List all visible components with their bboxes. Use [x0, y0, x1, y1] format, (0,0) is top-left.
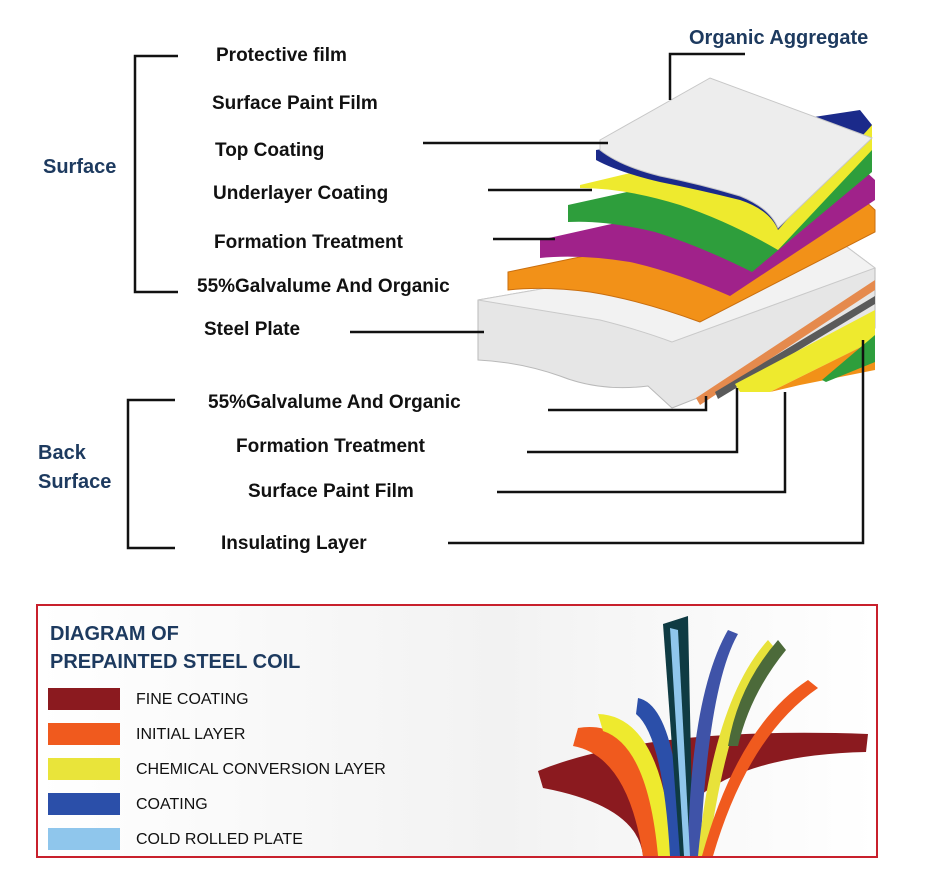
coil-strips-illustration [538, 616, 868, 856]
legend-swatch-coating [48, 793, 120, 815]
group-label-surface: Surface [43, 156, 117, 178]
group-label-back: Back [38, 442, 86, 464]
layer-label-protective-film: Protective film [216, 45, 347, 66]
protective-film-top [599, 77, 873, 229]
legend-label-initial-layer: INITIAL LAYER [136, 726, 246, 743]
layer-label-top-coating: Top Coating [215, 140, 325, 161]
back-layers-edge [696, 280, 875, 405]
layer-diagram [126, 52, 877, 550]
layer-label-galvalume-organic: 55%Galvalume And Organic [197, 276, 450, 297]
layer-label-formation-treatment: Formation Treatment [214, 232, 403, 253]
legend-title-line-2: PREPAINTED STEEL COIL [50, 651, 301, 674]
legend-swatch-initial-layer [48, 723, 120, 745]
back-leader-lines [448, 340, 865, 545]
layer-label-steel-plate: Steel Plate [204, 319, 301, 340]
legend-label-cold-rolled-plate: COLD ROLLED PLATE [136, 831, 303, 848]
group-label-organic-aggregate: Organic Aggregate [689, 27, 869, 49]
back-label-galvalume-organic: 55%Galvalume And Organic [208, 392, 461, 413]
legend-label-chemical-conversion: CHEMICAL CONVERSION LAYER [136, 761, 386, 778]
legend-swatch-cold-rolled-plate [48, 828, 120, 850]
legend-panel: DIAGRAM OF PREPAINTED STEEL COIL FINE CO… [36, 604, 878, 858]
legend-title-line-1: DIAGRAM OF [50, 623, 179, 645]
legend-swatch-fine-coating [48, 688, 120, 710]
layer-label-underlayer-coating: Underlayer Coating [213, 183, 389, 204]
legend-title: DIAGRAM OF PREPAINTED STEEL COIL [50, 620, 300, 677]
legend-swatch-chemical-conversion [48, 758, 120, 780]
back-label-surface-paint-film: Surface Paint Film [248, 481, 414, 502]
back-surface-bracket [126, 398, 175, 550]
layer-label-surface-paint-film: Surface Paint Film [212, 93, 378, 114]
front-leader-lines [350, 52, 745, 334]
legend-label-coating: COATING [136, 796, 208, 813]
back-label-insulating-layer: Insulating Layer [221, 533, 367, 554]
legend-label-fine-coating: FINE COATING [136, 691, 249, 708]
group-label-back-surface: Surface [38, 471, 112, 493]
back-label-formation-treatment: Formation Treatment [236, 436, 425, 457]
surface-bracket [133, 54, 178, 294]
